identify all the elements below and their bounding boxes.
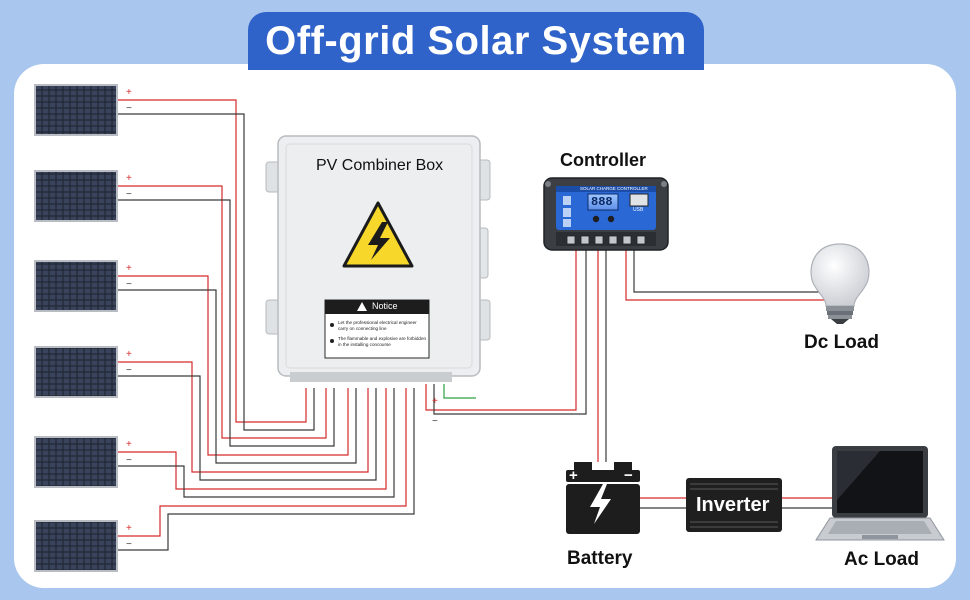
notice-title: Notice	[372, 301, 398, 311]
controller-panel-header: SOLAR CHARGE CONTROLLER	[580, 186, 648, 191]
inverter-label: Inverter	[696, 494, 770, 516]
notice-warning-icon	[357, 302, 367, 311]
negative-wire	[118, 388, 395, 498]
laptop-icon	[815, 446, 945, 541]
negative-wire	[118, 388, 415, 551]
panel-minus-label: −	[126, 539, 132, 550]
panel-wiring	[118, 99, 832, 551]
solar-panel-icon	[34, 436, 118, 488]
positive-wire	[118, 388, 387, 490]
solar-panel-icon	[34, 84, 118, 136]
page-title: Off-grid Solar System	[265, 19, 687, 63]
panel-plus-label: +	[126, 263, 132, 274]
solar-panel-icon	[34, 520, 118, 572]
controller-display-value: 888	[591, 195, 613, 209]
panel-minus-label: −	[126, 455, 132, 466]
inverter-device	[686, 478, 782, 532]
output-minus-label: −	[432, 416, 438, 427]
dc-load-label: Dc Load	[804, 332, 879, 353]
notice-line-1: Let the professional electrical engineer	[338, 320, 417, 325]
panel-plus-label: +	[126, 439, 132, 450]
battery-plus-label: +	[569, 467, 578, 484]
panel-plus-label: +	[126, 87, 132, 98]
battery-minus-label: −	[624, 467, 633, 484]
panel-minus-label: −	[126, 279, 132, 290]
notice-line-3: The flammable and explosive are forbidde…	[338, 336, 427, 341]
controller-display	[587, 193, 619, 211]
pv-combiner-box	[265, 135, 491, 382]
battery-label: Battery	[567, 548, 633, 569]
positive-wire	[118, 388, 407, 537]
usb-port-icon	[629, 193, 649, 207]
panel-minus-label: −	[126, 365, 132, 376]
panel-minus-label: −	[126, 189, 132, 200]
panel-plus-label: +	[126, 173, 132, 184]
positive-wire	[118, 185, 327, 439]
panel-plus-label: +	[126, 349, 132, 360]
combiner-negative-output	[433, 248, 587, 415]
output-plus-label: +	[432, 396, 438, 407]
solar-panel-icon	[34, 346, 118, 398]
controller-label: Controller	[560, 150, 647, 170]
panel-plus-label: +	[126, 523, 132, 534]
ac-load-label: Ac Load	[844, 549, 919, 570]
negative-wire	[118, 375, 377, 481]
notice-line-2: carry on connecting line	[338, 326, 387, 331]
positive-wire	[118, 361, 369, 473]
positive-wire	[118, 275, 349, 456]
panel-minus-label: −	[126, 103, 132, 114]
combiner-box-label: PV Combiner Box	[316, 157, 444, 174]
solar-panel-icon	[34, 260, 118, 312]
solar-panel-icon	[34, 170, 118, 222]
charge-controller	[543, 177, 669, 251]
light-bulb-icon	[810, 243, 870, 324]
ground-wire	[443, 384, 476, 399]
negative-wire	[118, 199, 335, 447]
positive-wire	[118, 99, 307, 423]
negative-wire	[118, 113, 315, 431]
solar-panel-array	[34, 84, 118, 572]
dc-load-negative-wire	[633, 248, 826, 293]
dc-load-positive-wire	[625, 248, 826, 301]
negative-wire	[118, 289, 357, 464]
battery-icon	[566, 462, 640, 534]
notice-line-4: in the installing concourse	[338, 342, 391, 347]
title-banner	[248, 12, 704, 70]
controller-usb-label: USB	[633, 207, 644, 213]
combiner-positive-output	[425, 248, 577, 411]
